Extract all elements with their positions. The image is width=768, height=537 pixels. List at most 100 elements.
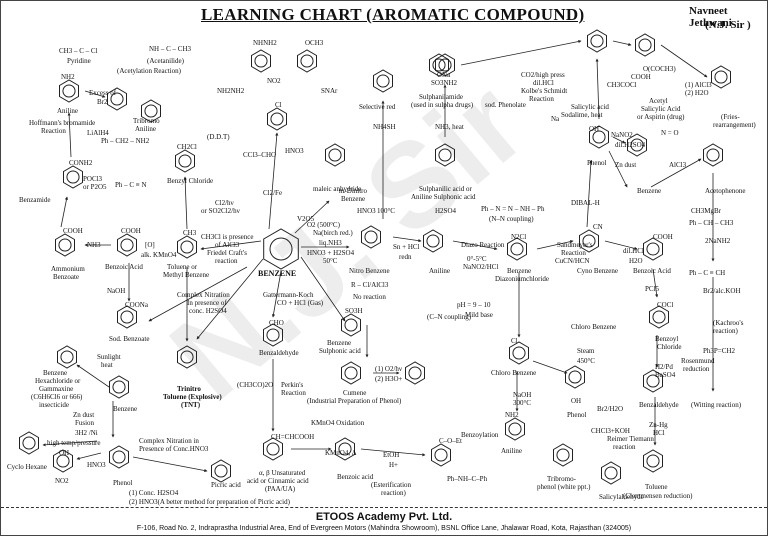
reagent-label: POCl3 xyxy=(83,175,103,183)
reagent-label: Sunlight xyxy=(97,353,121,361)
compound-name: Phenol xyxy=(587,159,607,167)
aromatic-circle xyxy=(432,58,446,72)
group-label: C–O–Et xyxy=(439,437,462,445)
group-label: NO2 xyxy=(267,77,281,85)
group-label: NH2 xyxy=(505,411,519,419)
compound-name: Sod. Benzoate xyxy=(109,335,150,343)
reaction-arrow xyxy=(595,58,600,120)
reagent-label: (1) AlCl3 xyxy=(685,81,712,89)
benzene-ring xyxy=(177,235,197,259)
reaction-name: reaction) xyxy=(381,489,406,497)
benzene-ring xyxy=(711,65,731,89)
aromatic-circle xyxy=(604,466,618,480)
reagent-label: H2SO4 xyxy=(435,207,457,215)
reagent-label: (1) O2/hν xyxy=(375,365,403,373)
compound-name: (used in sulpha drugs) xyxy=(411,101,474,109)
reaction-name: Friedel Craft's xyxy=(207,249,247,257)
aromatic-circle xyxy=(112,450,126,464)
reagent-label: Cl2/Fe xyxy=(263,189,283,197)
reagent-label: H2O xyxy=(629,257,643,265)
compound-name: (TNT) xyxy=(181,401,201,409)
benzene-ring xyxy=(373,69,393,93)
reaction-name: Reaction xyxy=(281,389,306,397)
benzene-ring xyxy=(175,149,195,173)
group-label: OCH3 xyxy=(305,39,324,47)
compound-name: insecticide xyxy=(39,401,69,409)
reagent-label: conc. H2SO4 xyxy=(189,307,227,315)
reagent-label: LiAlH4 xyxy=(87,129,109,137)
compound-name: Tribromo xyxy=(133,117,160,125)
reaction-name: Diazo Reaction xyxy=(461,241,505,249)
reagent-label: 2NaNH2 xyxy=(705,237,731,245)
compound-name: Benzoic Acid xyxy=(105,263,143,271)
aromatic-circle xyxy=(426,234,440,248)
reagent-label: 450°C xyxy=(577,357,595,365)
aromatic-circle xyxy=(144,104,158,118)
benzene-ring xyxy=(251,49,271,73)
reagent-label: H2/Pd xyxy=(655,363,673,371)
group-label: CH=CHCOOH xyxy=(271,433,315,441)
reaction-arrow xyxy=(271,270,282,318)
reaction-name: Perkin's xyxy=(281,381,304,389)
reagent-label: HNO3 xyxy=(87,461,106,469)
aromatic-circle xyxy=(568,370,582,384)
product-label: Ph – N = N – NH – Ph xyxy=(481,205,545,213)
aromatic-circle xyxy=(120,310,134,324)
benzene-ring xyxy=(589,125,609,149)
author-tag: (N.J. Sir ) xyxy=(705,19,751,31)
benzene-ring xyxy=(643,449,663,473)
aromatic-circle xyxy=(508,422,522,436)
compound-name: Hexachloride or xyxy=(35,377,81,385)
benzene-ring xyxy=(627,133,647,157)
aromatic-circle xyxy=(112,380,126,394)
reagent-label: alk. KMnO4 xyxy=(141,251,177,259)
group-label: CHO xyxy=(269,319,284,327)
benzene-ring xyxy=(297,49,317,73)
reaction-name: (Kachroo's xyxy=(713,319,744,327)
compound-name: Phenol xyxy=(113,479,133,487)
reagent-label: Steam xyxy=(577,347,595,355)
aromatic-circle xyxy=(56,454,70,468)
benzene-ring xyxy=(263,437,283,461)
reaction-name: (Clemmensen reduction) xyxy=(623,492,693,500)
benzene-ring xyxy=(109,445,129,469)
compound-name: Benzaldehyde xyxy=(259,349,299,357)
reaction-arrow xyxy=(196,258,264,340)
benzene-ring xyxy=(703,143,723,167)
aromatic-circle xyxy=(328,148,342,162)
product-label: Ph – CH – CH3 xyxy=(689,219,734,227)
reagent-label: 50°C xyxy=(323,257,338,265)
compound-name: Nitro Benzene xyxy=(349,267,390,275)
author-name: Navneet Jethwani xyxy=(689,5,732,29)
footer-divider xyxy=(1,507,767,508)
compound-name: Toluene (Explosive) xyxy=(163,393,222,401)
reagent-label: O2 (500°C) xyxy=(307,221,340,229)
benzene-ring xyxy=(117,305,137,329)
reagent-label: (2) HNO3(A better method for preparation… xyxy=(129,498,290,506)
reagent-label: pH = 9 – 10 xyxy=(457,301,491,309)
aromatic-circle xyxy=(630,138,644,152)
aromatic-circle xyxy=(408,366,422,380)
compound-name: Toluene xyxy=(645,483,668,491)
center-benzene-label: BENZENE xyxy=(258,269,297,278)
compound-name: Benzoic Acid xyxy=(633,267,671,275)
compound-name: Chloride xyxy=(657,343,682,351)
reaction-arrow xyxy=(608,150,628,188)
reaction-name: reaction) xyxy=(713,327,738,335)
reaction-arrow xyxy=(536,240,574,250)
compound-name: or Aspirin (drug) xyxy=(637,113,685,121)
group-label: CH2Cl xyxy=(177,143,197,151)
group-label: CONH2 xyxy=(69,159,93,167)
compound-name: (C6H6Cl6 or 666) xyxy=(31,393,83,401)
reaction-arrow xyxy=(360,448,426,457)
reaction-name: Hoffmann's bromamide xyxy=(29,119,96,127)
group-label: OH xyxy=(589,125,600,133)
group-label: COOH xyxy=(631,73,651,81)
compound-name: α, β Unsaturated xyxy=(259,469,306,477)
reagent-label: Br2/H2O xyxy=(597,405,624,413)
aromatic-circle xyxy=(338,442,352,456)
compound-name: (PAA/UA) xyxy=(265,485,296,493)
reaction-name: (Acetylation Reaction) xyxy=(117,67,181,75)
reagent-label: liq.NH3 xyxy=(319,239,342,247)
